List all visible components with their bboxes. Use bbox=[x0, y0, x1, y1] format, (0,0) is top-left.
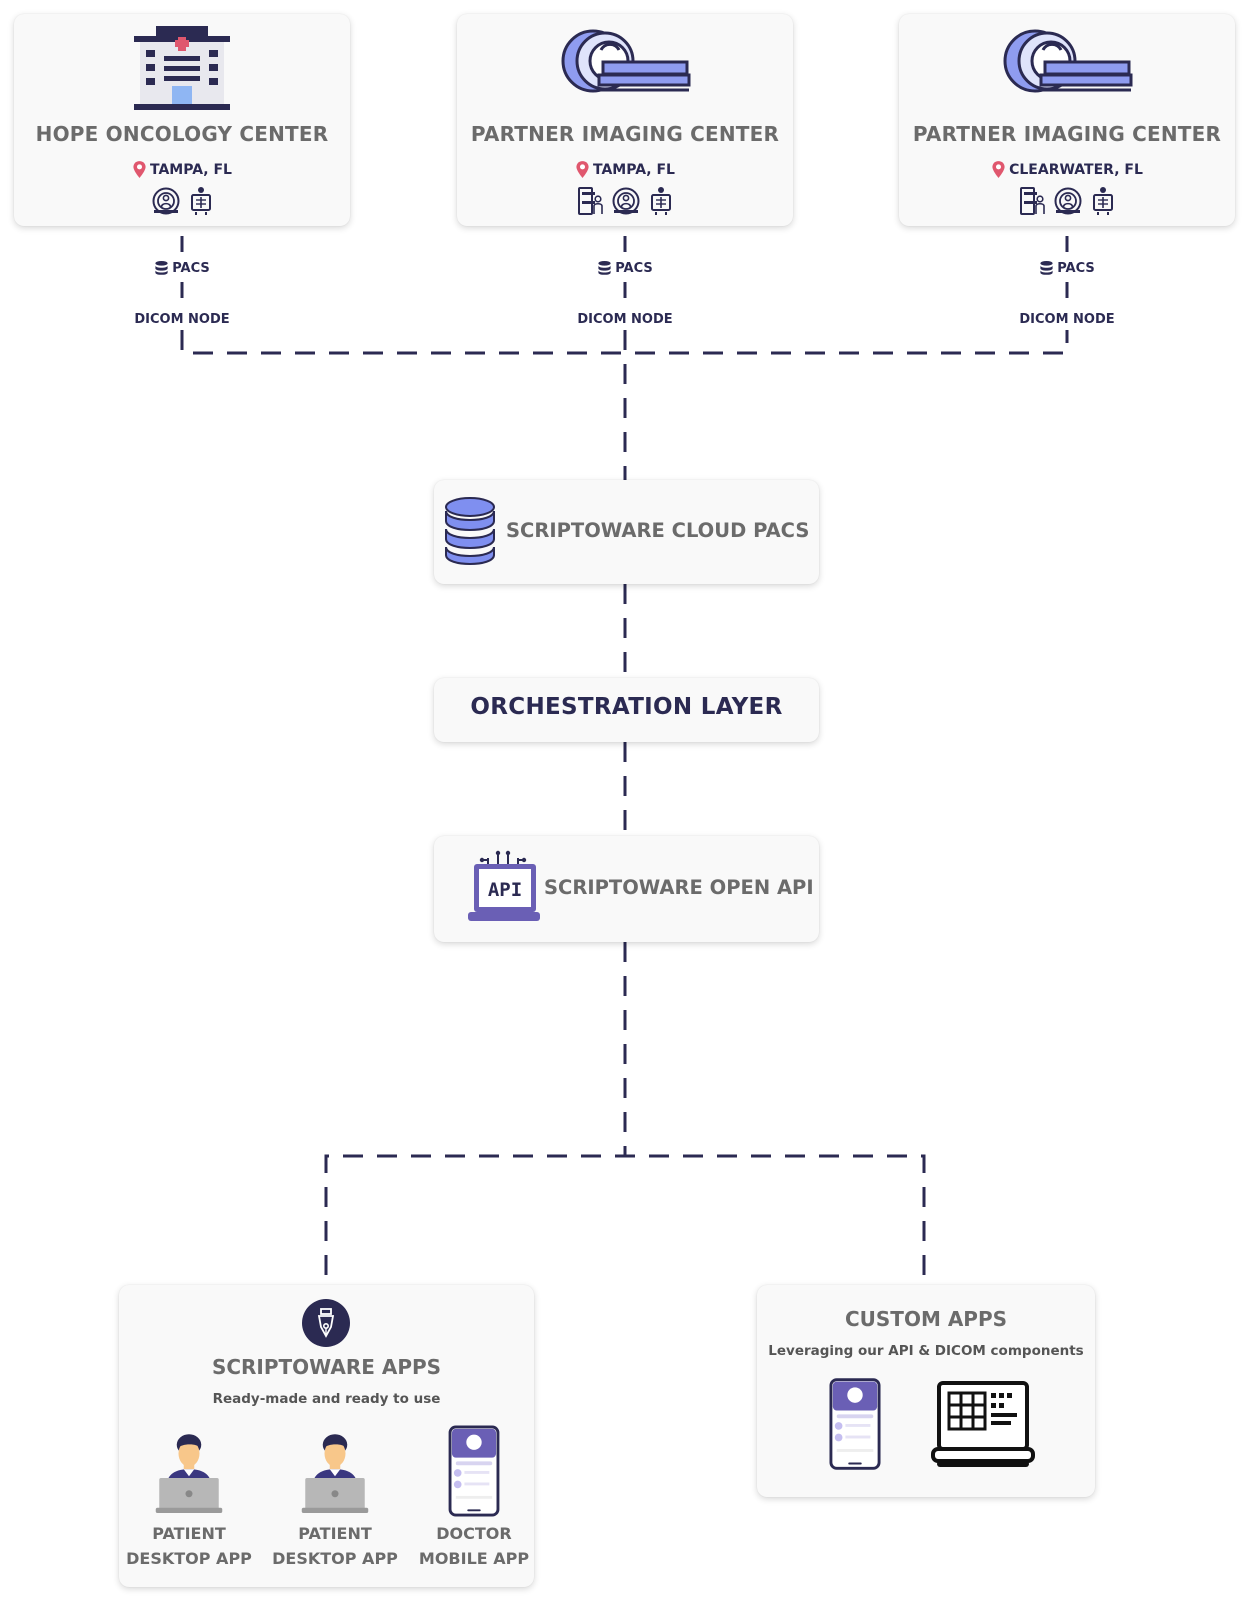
location-pin-icon bbox=[132, 160, 147, 179]
app-item-line2: DESKTOP APP bbox=[126, 1549, 252, 1568]
mammography-icon bbox=[577, 186, 603, 216]
scriptoware-apps-subtitle: Ready-made and ready to use bbox=[212, 1391, 441, 1407]
hospital-icon bbox=[134, 26, 230, 110]
site-location: TAMPA, FL bbox=[457, 160, 793, 179]
mri-icon bbox=[151, 186, 181, 216]
site-name: PARTNER IMAGING CENTER bbox=[470, 122, 780, 146]
sites-bus-line bbox=[180, 330, 1069, 355]
site-location: CLEARWATER, FL bbox=[899, 160, 1235, 179]
pacs-label-text: PACS bbox=[172, 260, 210, 276]
cloud-pacs-title: SCRIPTOWARE CLOUD PACS bbox=[506, 519, 810, 542]
dicom-node-label-1: DICOM NODE bbox=[134, 312, 230, 327]
open-api-card: API SCRIPTOWARE OPEN API bbox=[434, 836, 819, 942]
mobile-phone-icon bbox=[829, 1377, 881, 1471]
xray-icon bbox=[189, 186, 213, 216]
orchestration-layer-card: ORCHESTRATION LAYER bbox=[434, 678, 819, 742]
person-laptop-icon bbox=[154, 1425, 224, 1517]
location-pin-icon bbox=[991, 160, 1006, 179]
scriptoware-apps-title: SCRIPTOWARE APPS bbox=[211, 1355, 442, 1379]
app-item-line1: PATIENT bbox=[152, 1524, 226, 1543]
modality-icons bbox=[14, 186, 350, 216]
mobile-phone-icon bbox=[448, 1425, 500, 1517]
person-laptop-icon bbox=[300, 1425, 370, 1517]
apps-bus-line bbox=[324, 1154, 926, 1275]
pen-nib-icon bbox=[302, 1299, 350, 1347]
pacs-label-3: PACS bbox=[1022, 260, 1112, 276]
site-card-3: PARTNER IMAGING CENTER CLEARWATER, FL bbox=[899, 14, 1235, 226]
api-laptop-icon: API bbox=[468, 850, 540, 921]
site-location-text: CLEARWATER, FL bbox=[1009, 161, 1143, 178]
location-pin-icon bbox=[575, 160, 590, 179]
app-item-line2: DESKTOP APP bbox=[272, 1549, 398, 1568]
pacs-label-text: PACS bbox=[1057, 260, 1095, 276]
xray-icon bbox=[649, 186, 673, 216]
orchestration-layer-title: ORCHESTRATION LAYER bbox=[470, 694, 783, 720]
custom-apps-subtitle: Leveraging our API & DICOM components bbox=[768, 1343, 1084, 1359]
dicom-node-label-3: DICOM NODE bbox=[1019, 312, 1115, 327]
scanner-icon bbox=[1001, 28, 1133, 94]
app-item-line2: MOBILE APP bbox=[418, 1549, 530, 1568]
custom-apps-card: CUSTOM APPS Leveraging our API & DICOM c… bbox=[757, 1285, 1095, 1497]
open-api-title: SCRIPTOWARE OPEN API bbox=[544, 876, 814, 899]
xray-icon bbox=[1091, 186, 1115, 216]
database-icon bbox=[1039, 260, 1054, 276]
site-card-1: HOPE ONCOLOGY CENTER TAMPA, FL bbox=[14, 14, 350, 226]
site-card-2: PARTNER IMAGING CENTER TAMPA, FL bbox=[457, 14, 793, 226]
database-icon bbox=[154, 260, 169, 276]
scanner-icon bbox=[559, 28, 691, 94]
site-location-text: TAMPA, FL bbox=[150, 161, 232, 178]
database-icon bbox=[445, 497, 495, 565]
database-icon bbox=[597, 260, 612, 276]
app-item-patient-desktop-1: PATIENT DESKTOP APP bbox=[119, 1425, 259, 1571]
app-item-patient-desktop-2: PATIENT DESKTOP APP bbox=[265, 1425, 405, 1571]
mri-icon bbox=[1053, 186, 1083, 216]
pacs-label-2: PACS bbox=[580, 260, 670, 276]
scriptoware-apps-card: SCRIPTOWARE APPS Ready-made and ready to… bbox=[119, 1285, 534, 1587]
mri-icon bbox=[611, 186, 641, 216]
pacs-label-1: PACS bbox=[137, 260, 227, 276]
pacs-label-text: PACS bbox=[615, 260, 653, 276]
api-icon-text: API bbox=[488, 879, 522, 901]
mammography-icon bbox=[1019, 186, 1045, 216]
laptop-grid-icon bbox=[931, 1381, 1035, 1469]
app-item-line1: PATIENT bbox=[298, 1524, 372, 1543]
app-item-line1: DOCTOR bbox=[436, 1524, 512, 1543]
site-name: PARTNER IMAGING CENTER bbox=[912, 122, 1222, 146]
site-location: TAMPA, FL bbox=[14, 160, 350, 179]
site-name: HOPE ONCOLOGY CENTER bbox=[35, 122, 329, 146]
modality-icons bbox=[457, 186, 793, 216]
cloud-pacs-card: SCRIPTOWARE CLOUD PACS bbox=[434, 480, 819, 584]
dicom-node-label-2: DICOM NODE bbox=[577, 312, 673, 327]
modality-icons bbox=[899, 186, 1235, 216]
custom-apps-title: CUSTOM APPS bbox=[844, 1307, 1008, 1331]
site-location-text: TAMPA, FL bbox=[593, 161, 675, 178]
app-item-doctor-mobile: DOCTOR MOBILE APP bbox=[404, 1425, 544, 1571]
